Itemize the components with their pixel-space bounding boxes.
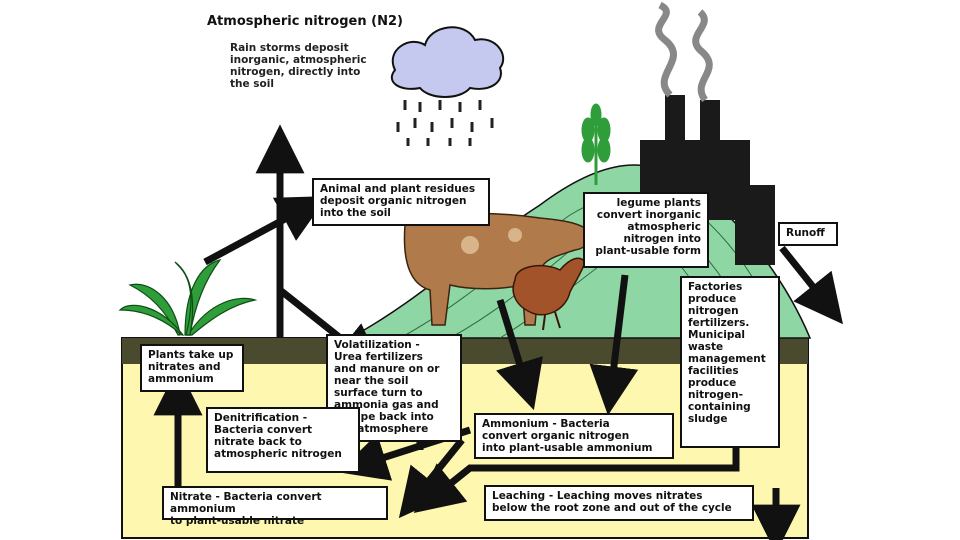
arrow-plant-to-residues [203, 196, 328, 266]
cow-icon [403, 212, 590, 326]
denitrification-box: Denitrification - Bacteria convert nitra… [206, 407, 360, 473]
residues-box: Animal and plant residues deposit organi… [312, 178, 490, 226]
arrow-legume-to-ammonium [589, 274, 639, 416]
plants-uptake-box: Plants take up nitrates and ammonium [140, 344, 244, 392]
ammonium-box: Ammonium - Bacteria convert organic nitr… [474, 413, 674, 459]
factories-box: Factories produce nitrogen fertilizers. … [680, 276, 780, 448]
runoff-box: Runoff [778, 222, 838, 246]
cloud-icon [390, 26, 505, 98]
leaching-box: Leaching - Leaching moves nitrates below… [484, 485, 754, 521]
arrow-runoff [779, 245, 843, 325]
wheat-icon [581, 103, 611, 185]
volatilization-box: Volatilization - Urea fertilizers and ma… [326, 334, 462, 442]
arrow-factories-to-nitrate [413, 448, 740, 513]
nitrate-box: Nitrate - Bacteria convert ammonium to p… [162, 486, 388, 527]
diagram-title: Atmospheric nitrogen (N2) [207, 14, 403, 29]
rain-note: Rain storms deposit inorganic, atmospher… [230, 42, 367, 90]
rain-icon [396, 100, 494, 146]
factory-icon [640, 1, 775, 265]
flow-arrows [153, 124, 843, 540]
hen-icon [512, 257, 586, 331]
legume-box: legume plants convert inorganic atmosphe… [583, 192, 709, 268]
plant-icon [118, 259, 258, 336]
arrow-residues-to-ammonium [496, 298, 543, 411]
